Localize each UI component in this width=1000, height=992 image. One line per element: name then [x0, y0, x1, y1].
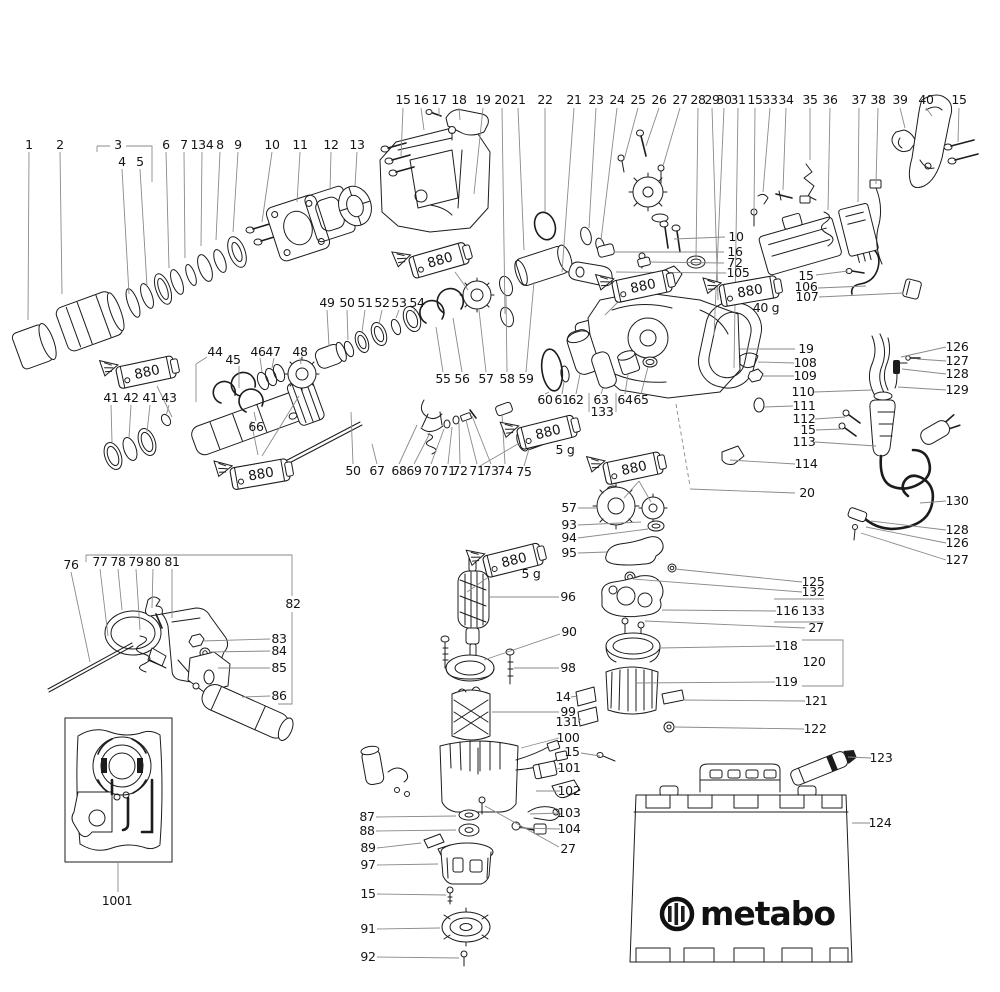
- spring-36: [821, 211, 834, 247]
- cord-38: [875, 187, 883, 265]
- svg-text:880: 880: [500, 550, 529, 572]
- metabo-logo-icon: [659, 896, 695, 932]
- leader-lines: [27, 107, 960, 959]
- electronics-plate: [758, 212, 842, 276]
- clip-39: [891, 129, 917, 153]
- svg-text:880: 880: [736, 281, 764, 301]
- stator-symbol: [92, 736, 152, 796]
- plate-14: [575, 686, 597, 707]
- spring-79: [136, 635, 151, 673]
- metabo-wordmark: metabo: [700, 894, 836, 933]
- piston-62: [566, 329, 600, 375]
- power-cord: [721, 333, 961, 541]
- carry-case: [629, 763, 853, 963]
- coupling: [338, 185, 372, 227]
- motor-stack: [360, 555, 616, 967]
- svg-text:880: 880: [247, 464, 275, 484]
- switch-symbol: [71, 791, 113, 838]
- case-body: [629, 794, 853, 963]
- gasket-95: [605, 536, 664, 566]
- piston-striker: [540, 329, 658, 392]
- svg-text:880: 880: [534, 422, 563, 444]
- armature-96: [457, 555, 490, 661]
- chuck-assembly: [11, 185, 372, 370]
- coil-119: [605, 666, 659, 715]
- gear-93: [638, 493, 668, 523]
- case-handle: [699, 763, 781, 793]
- plate-121: [661, 689, 685, 705]
- clamp-18: [445, 109, 489, 136]
- bearing-cap-97: [440, 842, 494, 885]
- cable-130: [862, 474, 935, 531]
- c-ring-55: [419, 299, 445, 324]
- intermediate-flange: [575, 563, 685, 733]
- grease-tubes: 880 880 880 880 880 880 880 880: [98, 242, 783, 578]
- brush-101: [532, 760, 558, 780]
- striker-63: [591, 351, 617, 389]
- grease-pen: [790, 750, 857, 786]
- strain-relief-114: [721, 445, 745, 465]
- plug: [920, 414, 961, 445]
- module-37: [838, 203, 879, 264]
- seal-row: [314, 275, 513, 369]
- svg-text:880: 880: [426, 249, 455, 271]
- c-ring-56: [436, 287, 465, 314]
- spindle-assembly: [103, 356, 325, 470]
- wiring-inset: [64, 717, 173, 863]
- svg-text:880: 880: [620, 458, 649, 479]
- snap-ring-44: [212, 380, 237, 404]
- grease-tube: 880: [499, 414, 581, 450]
- grease-tube: 880: [213, 458, 294, 490]
- wing-screw-80: [145, 596, 163, 617]
- brush-spring: [803, 163, 817, 201]
- ring-118: [605, 632, 661, 663]
- cover-116: [601, 575, 664, 618]
- cable-hook: [850, 245, 880, 295]
- cord-guard-113: [869, 399, 896, 457]
- bracket-lines: [85, 145, 844, 892]
- grip-86: [201, 684, 294, 741]
- ratchet-57: [459, 277, 495, 313]
- handle-40: [908, 94, 953, 188]
- gear-housing: [379, 109, 491, 233]
- nut-83: [188, 633, 205, 648]
- crank-gears: [592, 482, 668, 566]
- svg-text:880: 880: [629, 276, 658, 297]
- motor-housing-100: [439, 740, 569, 813]
- switch-electronics: [750, 94, 979, 276]
- snap-ring-45: [230, 371, 257, 397]
- fan-ring-91: [441, 907, 491, 947]
- bearing-90: [445, 654, 495, 682]
- gear-48: [284, 356, 320, 392]
- bearing-flange: [265, 194, 331, 262]
- grease-tube: 880: [391, 242, 473, 279]
- grease-tube: 880: [585, 451, 667, 485]
- fan-gear: [628, 172, 668, 212]
- hammer-tube-parts: [500, 129, 706, 328]
- lever-103: [527, 806, 561, 821]
- brush-holder-89: [423, 833, 445, 849]
- bracket-102: [551, 779, 581, 799]
- side-handle: [47, 596, 294, 741]
- grease-tube: 880: [594, 269, 676, 303]
- brand-text: metabo: [700, 894, 836, 933]
- damper: [360, 745, 385, 786]
- grease-tube: 880: [465, 542, 547, 578]
- grease-tube: 880: [98, 355, 180, 389]
- field-coil-99: [451, 686, 491, 741]
- grease-tube: 880: [702, 275, 783, 307]
- snap-ring-66: [238, 388, 264, 413]
- svg-text:880: 880: [133, 362, 162, 383]
- plate-131: [577, 706, 599, 727]
